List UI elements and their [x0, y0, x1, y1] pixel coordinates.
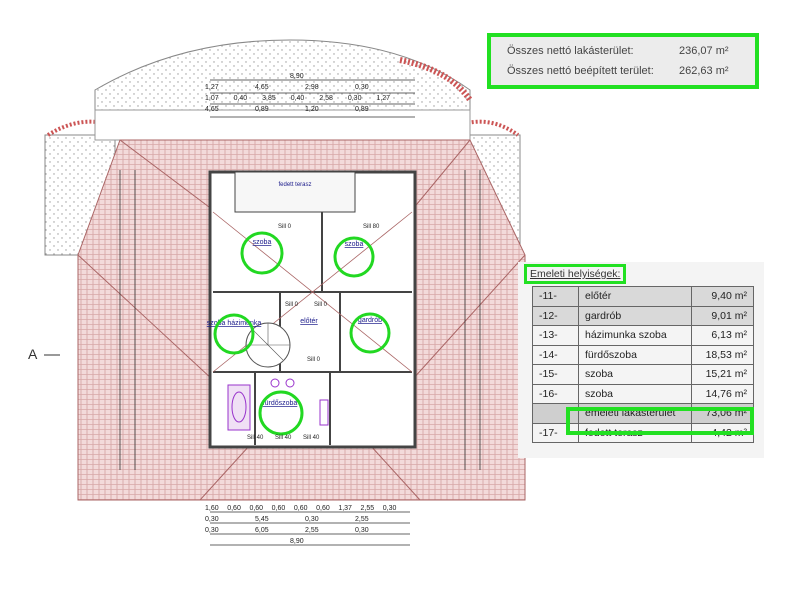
sill-label: Sill 0	[285, 302, 299, 308]
building-outline	[208, 170, 417, 449]
total-row: Összes nettó lakásterület: 236,07 m²	[507, 45, 745, 61]
cell-num: -15-	[532, 364, 579, 385]
cell-name: előtér	[578, 286, 692, 307]
totals-box: Összes nettó lakásterület: 236,07 m² Öss…	[487, 33, 759, 89]
dimension-label: 1,60	[205, 505, 219, 512]
room-label-12: gardrób	[358, 317, 382, 324]
dimension-label: 0,30	[355, 84, 369, 91]
cell-name: fürdőszoba	[578, 344, 692, 365]
dimension-label: 2,58	[319, 95, 333, 102]
dimension-label: 0,40	[291, 95, 305, 102]
dimension-label: 4,65	[255, 84, 269, 91]
sill-label: Sill 0	[307, 357, 321, 363]
cell-num: -13-	[532, 325, 579, 346]
room-label-13: szoba házimunka	[207, 320, 262, 327]
dimension-label: 0,30	[205, 516, 219, 523]
cell-area: 9,01 m²	[691, 305, 754, 326]
dimension-label: 0,60	[272, 505, 286, 512]
cell-num: -16-	[532, 383, 579, 404]
dimension-label: 2,98	[305, 84, 319, 91]
dimension-label: 1,37	[338, 505, 352, 512]
dimension-label: 1,27	[376, 95, 390, 102]
cell-name: gardrób	[578, 305, 692, 326]
room-label-11: előtér	[300, 318, 318, 325]
cell-area: 15,21 m²	[691, 364, 754, 385]
dimension-label: 0,30	[348, 95, 362, 102]
cell-area: 9,40 m²	[691, 286, 754, 307]
sill-label: Sill 0	[278, 224, 292, 230]
dimension-label: 2,55	[361, 505, 375, 512]
dimension-label: 5,45	[255, 516, 269, 523]
total-value: 262,63 m²	[679, 65, 729, 77]
dimension-label: 8,90	[290, 538, 304, 545]
subtotal-highlight	[566, 407, 754, 435]
section-marker: A	[28, 346, 38, 362]
total-label: Összes nettó beépített terület:	[507, 65, 654, 77]
rooms-table-title: Emeleti helyiségek:	[524, 264, 627, 284]
dimension-label: 1,20	[305, 106, 319, 113]
cell-num: -11-	[532, 286, 579, 307]
cell-name: szoba	[578, 364, 692, 385]
dimension-label: 0,60	[316, 505, 330, 512]
sill-label: Sill 80	[363, 224, 380, 230]
total-value: 236,07 m²	[679, 45, 729, 57]
sill-label: Sill 40	[247, 435, 264, 441]
dimension-label: 0,30	[355, 527, 369, 534]
dimension-label: 0,30	[305, 516, 319, 523]
room-label-15: szoba	[253, 239, 272, 246]
dimension-label: 0,60	[249, 505, 263, 512]
dimension-label: 0,89	[355, 106, 369, 113]
dimension-label: 0,30	[383, 505, 397, 512]
cell-area: 18,53 m²	[691, 344, 754, 365]
room-label-terrace: fedett terasz	[278, 182, 311, 188]
room-highlights	[213, 231, 391, 436]
dimension-label: 0,60	[294, 505, 308, 512]
cell-num: -12-	[532, 305, 579, 326]
dimension-label: 6,05	[255, 527, 269, 534]
total-row: Összes nettó beépített terület: 262,63 m…	[507, 65, 745, 81]
dimension-label: 0,30	[205, 527, 219, 534]
dimension-label: 1,07	[205, 95, 219, 102]
dimension-label: 0,40	[234, 95, 248, 102]
bathtub-icon	[227, 384, 251, 431]
sill-label: Sill 40	[275, 435, 292, 441]
total-label: Összes nettó lakásterület:	[507, 45, 634, 57]
dimension-label: 2,55	[355, 516, 369, 523]
table-row: -17- fedett terasz 4,42 m²	[532, 422, 754, 443]
sill-label: Sill 40	[303, 435, 320, 441]
room-label-14: fürdőszoba	[263, 400, 298, 407]
dimension-label: 4,65	[205, 106, 219, 113]
cell-area: 14,76 m²	[691, 383, 754, 404]
cell-area: 6,13 m²	[691, 325, 754, 346]
cell-name: házimunka szoba	[578, 325, 692, 346]
cell-num: -14-	[532, 344, 579, 365]
dimension-label: 1,27	[205, 84, 219, 91]
dimension-label: 0,89	[255, 106, 269, 113]
dimension-label: 8,90	[290, 73, 304, 80]
dimension-label: 0,60	[227, 505, 241, 512]
room-label-16: szoba	[345, 241, 364, 248]
dimension-label: 3,85	[262, 95, 276, 102]
sill-label: Sill 0	[314, 302, 328, 308]
cell-name: szoba	[578, 383, 692, 404]
dimension-label: 2,55	[305, 527, 319, 534]
